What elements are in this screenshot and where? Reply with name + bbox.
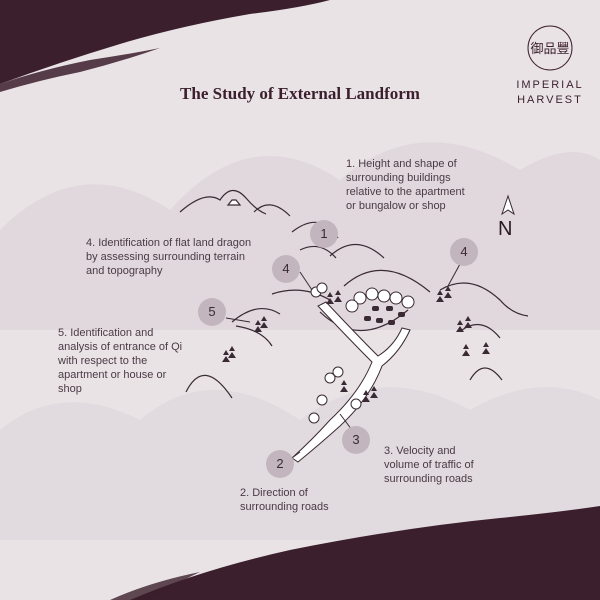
note-line: 2. Direction of xyxy=(240,487,308,499)
main-road xyxy=(291,301,411,463)
badge-2: 2 xyxy=(266,450,294,478)
brand-name: IMPERIAL HARVEST xyxy=(505,78,595,108)
note-line: or bungalow or shop xyxy=(346,200,446,212)
mountain-outlines xyxy=(179,189,529,399)
top-ink-brushstroke xyxy=(0,0,330,84)
top-ink-splatter xyxy=(0,48,160,92)
note-line: 3. Velocity and xyxy=(384,445,456,457)
note-line: surrounding buildings xyxy=(346,172,451,184)
badge-3: 3 xyxy=(342,426,370,454)
note-line: volume of traffic of xyxy=(384,459,474,471)
roads xyxy=(291,301,411,463)
note-flat-land-dragon: 4. Identification of flat land dragon by… xyxy=(86,236,251,278)
note-line: analysis of entrance of Qi xyxy=(58,341,183,353)
note-line: 1. Height and shape of xyxy=(346,158,457,170)
building-cluster xyxy=(345,287,415,325)
bottom-ink-splatter xyxy=(110,572,200,600)
note-line: and topography xyxy=(86,265,163,277)
north-label: N xyxy=(498,218,513,240)
badge-4-left: 4 xyxy=(272,255,300,283)
bottom-ink-brushstroke xyxy=(130,506,600,600)
page-title: The Study of External Landform xyxy=(180,84,420,103)
brand-line-1: IMPERIAL xyxy=(516,79,584,91)
note-line: by assessing surrounding terrain xyxy=(86,251,245,263)
brand-line-2: HARVEST xyxy=(517,94,583,106)
note-line: with respect to the xyxy=(58,355,148,367)
note-line: relative to the apartment xyxy=(346,186,465,198)
badge-5: 5 xyxy=(198,298,226,326)
note-road-direction: 2. Direction of surrounding roads xyxy=(240,486,329,514)
logo-glyph: 御品豐 xyxy=(530,42,569,57)
tree-groups xyxy=(222,282,490,424)
note-line: 4. Identification of flat land dragon xyxy=(86,237,252,249)
note-line: 5. Identification and xyxy=(58,327,154,339)
note-qi-entrance: 5. Identification and analysis of entran… xyxy=(58,326,182,396)
logo-emblem: 御品豐 xyxy=(527,25,573,71)
note-line: shop xyxy=(58,383,82,395)
note-line: apartment or house or xyxy=(58,369,167,381)
note-line: surrounding roads xyxy=(240,501,329,513)
note-building-height: 1. Height and shape of surrounding build… xyxy=(346,157,465,213)
badge-4-right: 4 xyxy=(450,238,478,266)
compass-arrow xyxy=(501,194,515,216)
note-traffic: 3. Velocity and volume of traffic of sur… xyxy=(384,444,474,486)
badge-1: 1 xyxy=(310,220,338,248)
note-line: surrounding roads xyxy=(384,473,473,485)
